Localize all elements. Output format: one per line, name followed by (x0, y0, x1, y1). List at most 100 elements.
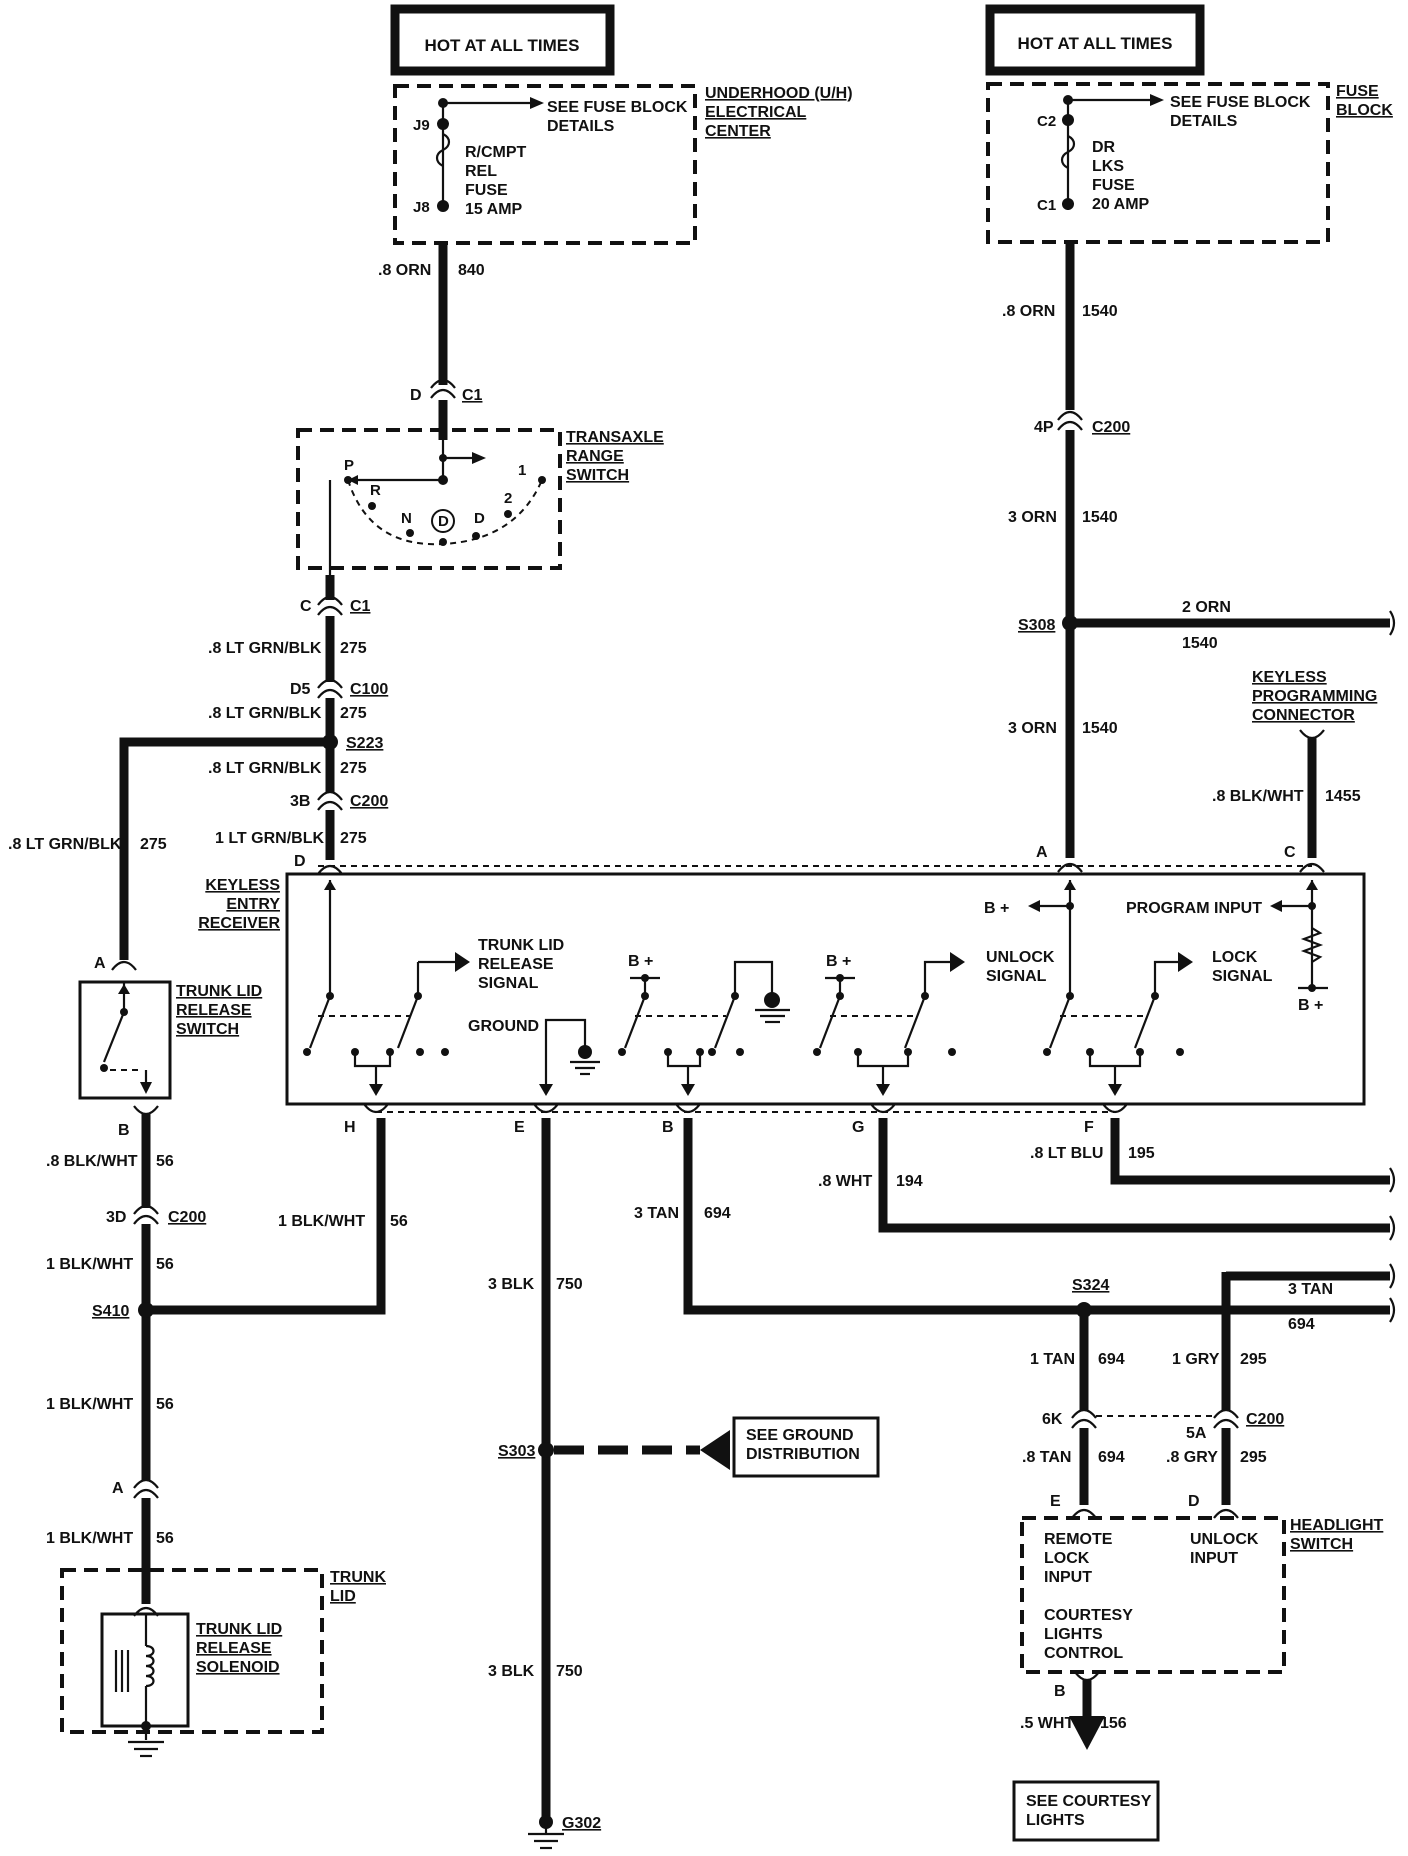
svg-text:RELEASE: RELEASE (478, 956, 554, 973)
wire-1540-d: 2 ORN 1540 (1070, 599, 1396, 652)
svg-text:B: B (662, 1119, 674, 1136)
svg-text:LKS: LKS (1092, 158, 1124, 175)
svg-text:B +: B + (984, 900, 1009, 917)
svg-text:FUSE: FUSE (1092, 177, 1135, 194)
splice-s410: S410 (92, 1302, 154, 1320)
svg-text:C200: C200 (350, 793, 388, 810)
trunk-lid-release-switch: A TRUNK LID RELEASE SWITCH B (78, 955, 262, 1139)
svg-text:275: 275 (340, 830, 367, 847)
svg-text:3 TAN: 3 TAN (1288, 1281, 1333, 1298)
svg-text:.8 BLK/WHT: .8 BLK/WHT (46, 1153, 138, 1170)
fuse-block: FUSE BLOCK SEE FUSE BLOCK DETAILS C2 C1 … (986, 82, 1393, 244)
connector-solenoid: A (112, 1478, 159, 1499)
svg-text:1 LT GRN/BLK: 1 LT GRN/BLK (215, 830, 324, 847)
svg-text:REMOTE: REMOTE (1044, 1531, 1113, 1548)
svg-text:INPUT: INPUT (1044, 1569, 1092, 1586)
svg-text:D: D (474, 510, 485, 527)
svg-text:SEE COURTESY: SEE COURTESY (1026, 1793, 1152, 1810)
splice-s303: S303 (498, 1430, 730, 1470)
svg-text:.8 LT BLU: .8 LT BLU (1030, 1145, 1103, 1162)
svg-text:6K: 6K (1042, 1411, 1063, 1428)
wire-295-b: .8 GRY 295 (1166, 1449, 1267, 1466)
svg-text:S303: S303 (498, 1443, 535, 1460)
svg-text:RECEIVER: RECEIVER (198, 915, 280, 932)
svg-text:3 ORN: 3 ORN (1008, 720, 1057, 737)
svg-text:G: G (852, 1119, 864, 1136)
see-ground-distribution: SEE GROUND DISTRIBUTION (732, 1416, 880, 1478)
svg-text:840: 840 (458, 262, 485, 279)
svg-text:RANGE: RANGE (566, 448, 624, 465)
svg-text:.8 BLK/WHT: .8 BLK/WHT (1212, 788, 1304, 805)
svg-text:.8 TAN: .8 TAN (1022, 1449, 1071, 1466)
svg-text:275: 275 (340, 705, 367, 722)
svg-text:SOLENOID: SOLENOID (196, 1659, 280, 1676)
svg-text:R: R (370, 482, 381, 499)
connector-c100: D5 C100 (290, 678, 388, 699)
wire-275-c: .8 LT GRN/BLK 275 (208, 760, 367, 777)
svg-text:PROGRAMMING: PROGRAMMING (1252, 688, 1377, 705)
svg-text:SIGNAL: SIGNAL (478, 975, 539, 992)
svg-text:LIGHTS: LIGHTS (1026, 1812, 1085, 1829)
svg-text:SWITCH: SWITCH (1290, 1536, 1353, 1553)
svg-text:1 BLK/WHT: 1 BLK/WHT (46, 1530, 133, 1547)
svg-text:D: D (410, 387, 422, 404)
wire-56-b: 1 BLK/WHT 56 (46, 1256, 174, 1273)
wire-ends-right (1389, 1167, 1396, 1323)
svg-text:P: P (344, 457, 354, 474)
connector-c200-3d: 3D C200 (106, 1204, 206, 1226)
svg-text:56: 56 (156, 1153, 174, 1170)
svg-text:1455: 1455 (1325, 788, 1361, 805)
svg-text:56: 56 (390, 1213, 408, 1230)
svg-text:SEE GROUND: SEE GROUND (746, 1427, 854, 1444)
svg-text:DR: DR (1092, 139, 1116, 156)
svg-text:694: 694 (1098, 1351, 1125, 1368)
svg-text:3 BLK: 3 BLK (488, 1663, 535, 1680)
svg-text:SEE FUSE BLOCK: SEE FUSE BLOCK (1170, 94, 1311, 111)
svg-text:D5: D5 (290, 681, 311, 698)
svg-text:DETAILS: DETAILS (547, 118, 615, 135)
svg-text:SWITCH: SWITCH (566, 467, 629, 484)
svg-text:B +: B + (826, 953, 851, 970)
svg-text:275: 275 (340, 760, 367, 777)
svg-text:UNDERHOOD (U/H): UNDERHOOD (U/H) (705, 85, 853, 102)
svg-text:LOCK: LOCK (1212, 949, 1258, 966)
svg-text:1540: 1540 (1082, 303, 1118, 320)
wire-750-b: 3 BLK 750 (488, 1663, 583, 1680)
svg-text:694: 694 (704, 1205, 731, 1222)
svg-text:J8: J8 (413, 199, 430, 216)
svg-text:56: 56 (156, 1396, 174, 1413)
svg-text:TRUNK LID: TRUNK LID (478, 937, 564, 954)
wire-56-d: 1 BLK/WHT 56 (46, 1396, 174, 1413)
headlight-switch: E D HEADLIGHT SWITCH REMOTE LOCK INPUT U… (1020, 1493, 1384, 1700)
svg-text:F: F (1084, 1119, 1094, 1136)
svg-text:SIGNAL: SIGNAL (986, 968, 1047, 985)
svg-text:3 ORN: 3 ORN (1008, 509, 1057, 526)
svg-text:3D: 3D (106, 1209, 126, 1226)
svg-text:TRUNK LID: TRUNK LID (196, 1621, 282, 1638)
svg-text:A: A (1036, 844, 1048, 861)
wire-694-c: 1 TAN 694 (1030, 1351, 1125, 1368)
svg-text:B +: B + (1298, 997, 1323, 1014)
svg-text:KEYLESS: KEYLESS (205, 877, 280, 894)
splice-s223: S223 (322, 734, 383, 752)
hot-box-left: HOT AT ALL TIMES (390, 4, 615, 76)
trunk-lid: TRUNK LID (60, 1568, 386, 1734)
svg-text:1 BLK/WHT: 1 BLK/WHT (46, 1396, 133, 1413)
svg-text:CONTROL: CONTROL (1044, 1645, 1123, 1662)
svg-text:750: 750 (556, 1276, 583, 1293)
svg-text:694: 694 (1288, 1316, 1315, 1333)
svg-text:SEE FUSE BLOCK: SEE FUSE BLOCK (547, 99, 688, 116)
hot-box-right: HOT AT ALL TIMES (985, 4, 1205, 76)
svg-text:1 GRY: 1 GRY (1172, 1351, 1220, 1368)
svg-text:D: D (438, 513, 449, 530)
svg-text:C1: C1 (462, 387, 483, 404)
svg-text:3 BLK: 3 BLK (488, 1276, 535, 1293)
svg-text:CONNECTOR: CONNECTOR (1252, 707, 1355, 724)
svg-text:B: B (118, 1122, 130, 1139)
svg-text:.8 LT GRN/BLK: .8 LT GRN/BLK (8, 836, 122, 853)
svg-text:J9: J9 (413, 117, 430, 134)
svg-text:DETAILS: DETAILS (1170, 113, 1238, 130)
svg-text:.8 LT GRN/BLK: .8 LT GRN/BLK (208, 760, 322, 777)
wire-694-a: 3 TAN 694 (634, 1118, 1390, 1315)
